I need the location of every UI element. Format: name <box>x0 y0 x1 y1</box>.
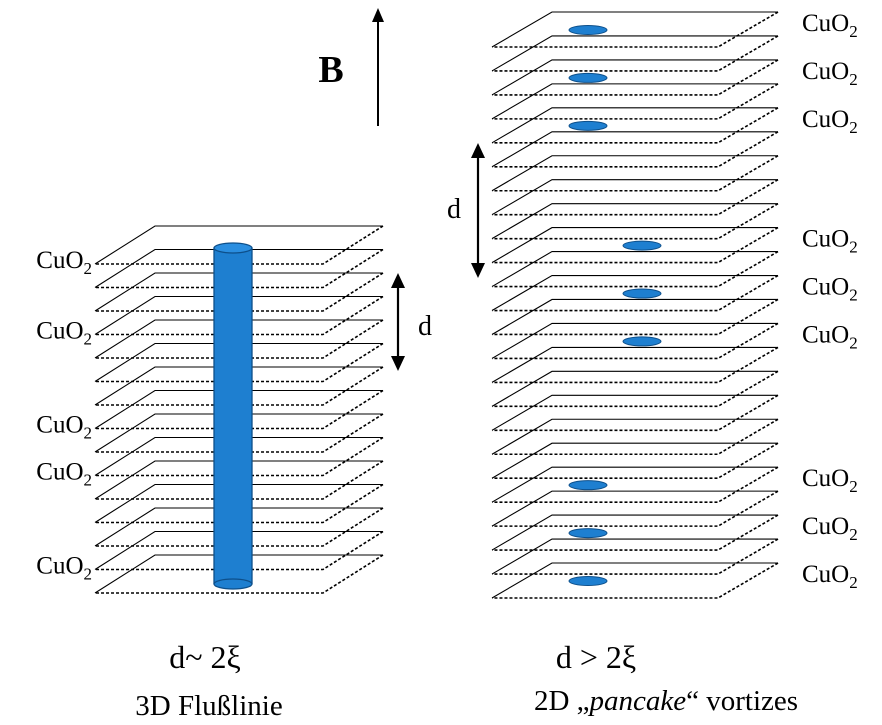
pancake-vortex <box>568 25 608 35</box>
cuo2-label: CuO2 <box>802 58 858 89</box>
layer-plane <box>491 11 779 48</box>
cuo2-label: CuO2 <box>802 10 858 41</box>
layer-plane <box>491 538 779 575</box>
right-spacing-label: d <box>447 194 461 225</box>
cuo2-label: CuO2 <box>802 465 858 496</box>
layer-plane <box>491 250 779 288</box>
cuo2-label: CuO2 <box>802 513 858 544</box>
right-caption-post: “ vortizes <box>686 685 798 717</box>
layer-plane <box>94 460 384 500</box>
pancake-vortex <box>622 240 662 251</box>
layer-plane <box>94 295 384 336</box>
layer-plane <box>94 319 384 359</box>
layer-plane <box>94 530 384 571</box>
layer-plane <box>491 274 779 312</box>
pancake-vortex <box>568 72 608 83</box>
pancake-vortex <box>568 120 608 131</box>
cuo2-label: CuO2 <box>802 226 858 257</box>
pancake-vortex <box>568 576 608 586</box>
cuo2-label: CuO2 <box>36 553 92 584</box>
layer-plane <box>491 107 779 144</box>
layer-plane <box>491 562 779 599</box>
cuo2-label: CuO2 <box>36 412 92 443</box>
layer-plane <box>491 226 779 264</box>
layer-plane <box>94 483 384 524</box>
right-caption-pre: 2D „ <box>534 685 590 717</box>
right-condition: d > 2ξ <box>556 639 636 675</box>
layer-plane <box>491 514 779 551</box>
right-caption: 2D „pancake“ vortizes <box>534 685 798 717</box>
field-arrow <box>372 8 384 126</box>
pancake-vortex <box>568 480 608 491</box>
layer-plane <box>491 179 779 216</box>
left-layer-stack <box>94 225 384 594</box>
cuo2-label: CuO2 <box>802 561 858 592</box>
layer-plane <box>94 225 384 265</box>
pancake-vortex <box>568 528 608 539</box>
layer-plane <box>491 346 779 384</box>
layer-plane <box>491 131 779 168</box>
left-spacing-arrow <box>391 273 405 371</box>
left-condition: d~ 2ξ <box>169 639 241 675</box>
layer-plane <box>94 554 384 594</box>
field-label: B <box>318 49 343 91</box>
layer-plane <box>94 342 384 383</box>
cuo2-label: CuO2 <box>36 459 92 490</box>
layer-plane <box>94 248 384 289</box>
layer-plane <box>94 366 384 406</box>
right-caption-italic: pancake <box>588 685 687 717</box>
cuo2-label: CuO2 <box>802 106 858 137</box>
cuo2-label: CuO2 <box>36 247 92 278</box>
layer-plane <box>491 442 779 480</box>
layer-plane <box>94 389 384 430</box>
right-spacing-arrow <box>471 143 485 278</box>
layer-plane <box>491 155 779 192</box>
layer-plane <box>491 59 779 96</box>
layer-plane <box>491 370 779 408</box>
cuo2-label: CuO2 <box>802 321 858 352</box>
layer-plane <box>94 272 384 312</box>
layer-plane <box>491 202 779 240</box>
layer-plane <box>491 322 779 360</box>
layer-plane <box>94 507 384 547</box>
layer-plane <box>94 436 384 477</box>
layer-plane <box>94 413 384 453</box>
layer-plane <box>491 418 779 456</box>
layer-plane <box>491 298 779 336</box>
pancake-vortex <box>622 288 662 299</box>
left-spacing-label: d <box>418 311 432 342</box>
layer-plane <box>491 83 779 120</box>
left-caption: 3D Flußlinie <box>135 690 282 722</box>
cuo2-label: CuO2 <box>802 274 858 305</box>
layer-plane <box>491 490 779 527</box>
layer-plane <box>491 35 779 72</box>
layer-plane <box>491 394 779 432</box>
pancake-vortex <box>622 336 662 347</box>
layer-plane <box>491 466 779 503</box>
right-layer-stack <box>491 11 779 599</box>
flux-line-cylinder <box>213 242 253 590</box>
cuo2-label: CuO2 <box>36 318 92 349</box>
